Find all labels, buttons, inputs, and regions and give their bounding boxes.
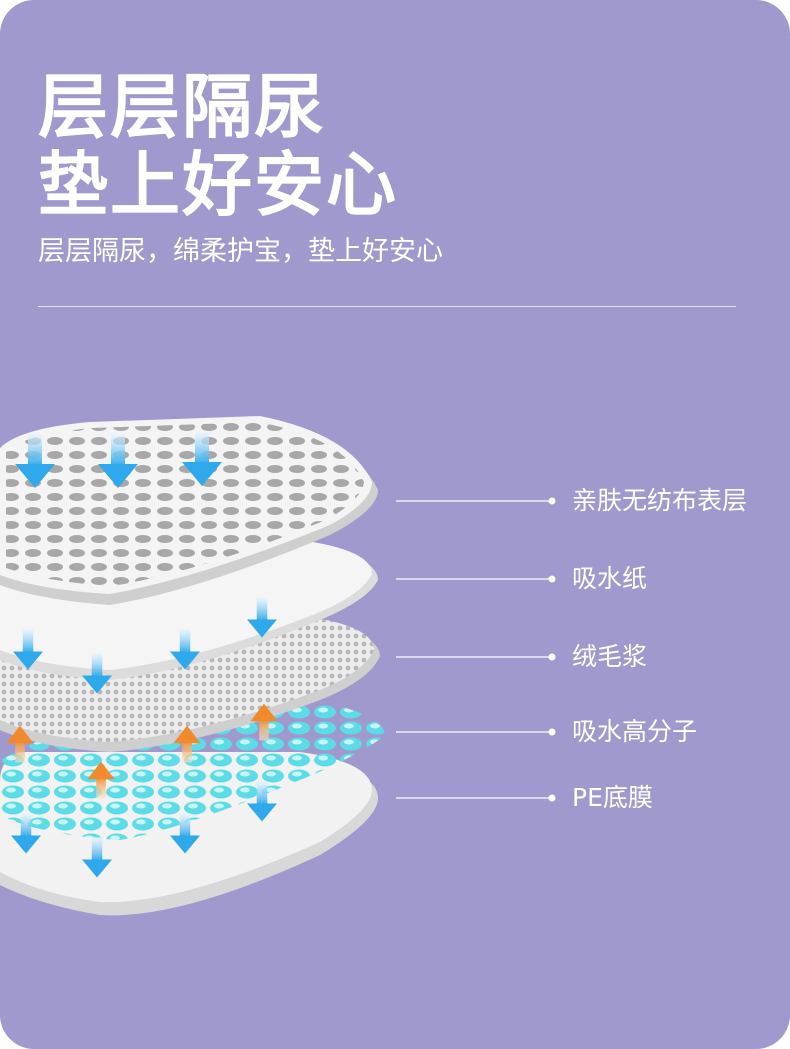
layer-label-top-sheet: 亲肤无纺布表层 (572, 486, 748, 515)
leader-line-pe-film (396, 794, 556, 802)
headline-line-1: 层层隔尿 (38, 66, 326, 148)
headline-line-2: 垫上好安心 (38, 144, 398, 226)
layer-diagram (0, 416, 556, 916)
layer-label-paper: 吸水纸 (572, 564, 648, 593)
divider (38, 306, 736, 307)
layer-label-pe-film: PE底膜 (572, 783, 653, 812)
leader-line-polymer (396, 728, 556, 736)
layer-label-polymer: 吸水高分子 (572, 717, 698, 746)
leader-line-paper (396, 575, 556, 583)
leader-line-fluff-pulp (396, 653, 556, 661)
layer-label-fluff-pulp: 绒毛浆 (572, 642, 648, 671)
layer-top-sheet (0, 416, 378, 605)
leader-line-top-sheet (396, 497, 556, 505)
subtitle: 层层隔尿，绵柔护宝，垫上好安心 (38, 236, 443, 267)
